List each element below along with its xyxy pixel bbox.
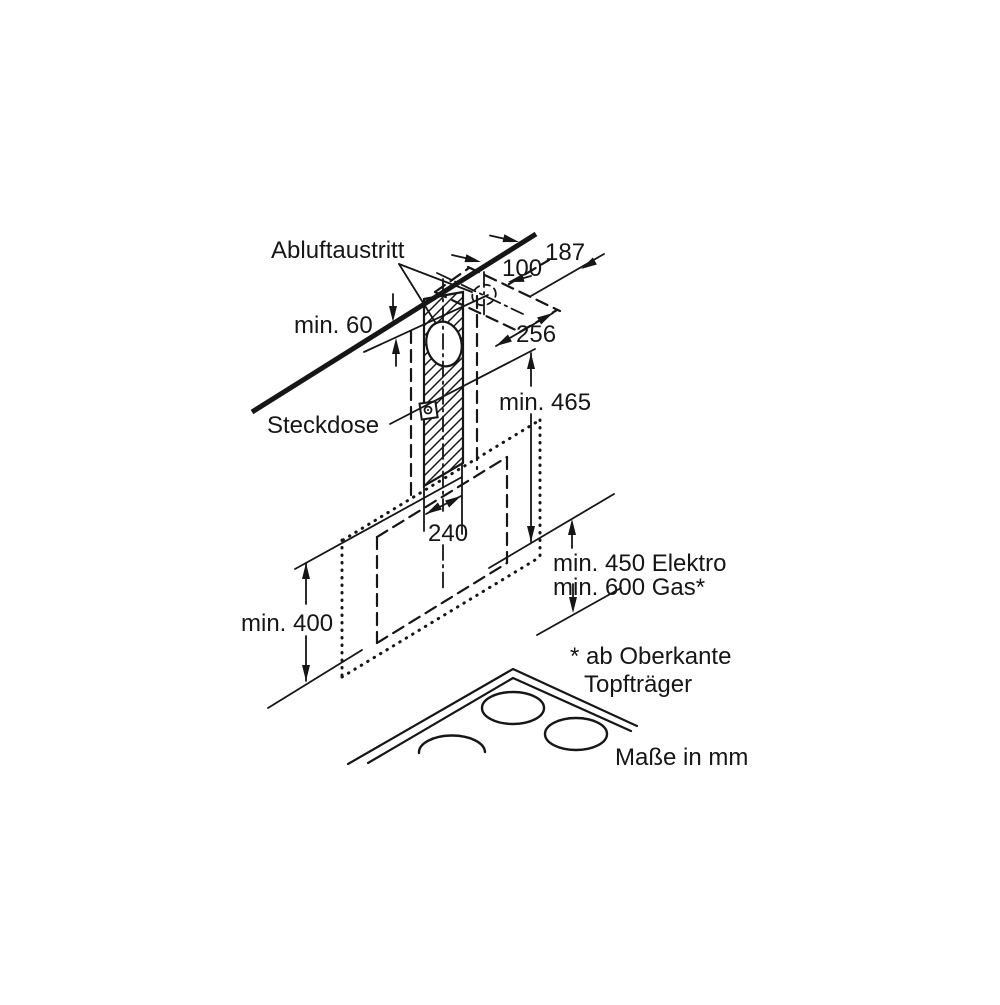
dim-min-400: min. 400 — [241, 562, 333, 682]
label-240: 240 — [428, 520, 468, 547]
label-187: 187 — [545, 239, 585, 266]
cooktop — [346, 667, 639, 766]
label-min-465: min. 465 — [499, 389, 591, 416]
label-steckdose: Steckdose — [267, 412, 379, 439]
burner-center — [480, 690, 546, 726]
label-min-400: min. 400 — [241, 610, 333, 637]
dim-256: 256 — [495, 312, 556, 348]
ceiling-vent-circle — [471, 283, 497, 307]
label-min-450-elektro: min. 450 Elektro — [553, 550, 726, 577]
burner-right — [543, 716, 609, 752]
label-abluftaustritt: Abluftaustritt — [271, 237, 405, 264]
label-min-600-gas: min. 600 Gas* — [553, 574, 705, 601]
chimney-outline-dashed — [409, 294, 479, 503]
footnote-line-2: Topfträger — [584, 671, 692, 698]
burner-left — [417, 734, 487, 755]
label-min-60: min. 60 — [294, 312, 373, 339]
dim-min-465: min. 465 — [499, 352, 591, 543]
hood-body-dotted — [340, 418, 542, 679]
duct-panel — [418, 278, 465, 593]
footnote-line-1: * ab Oberkante — [570, 643, 731, 670]
footnote: * ab Oberkante Topfträger — [570, 643, 731, 698]
label-256: 256 — [516, 321, 556, 348]
socket-label: Steckdose — [267, 348, 536, 439]
dim-100: 100 — [502, 255, 542, 282]
units-note: Maße in mm — [615, 744, 748, 771]
vent-hole — [425, 320, 463, 368]
ceiling-line — [250, 231, 538, 415]
hood-mounting-dashed — [375, 455, 509, 645]
label-100: 100 — [502, 255, 542, 282]
dim-240: 240 — [423, 462, 468, 547]
dim-min-450-600: min. 450 Elektro min. 600 Gas* — [488, 493, 726, 636]
hood-edge-lines — [267, 476, 463, 709]
dim-187: 187 — [530, 239, 605, 297]
